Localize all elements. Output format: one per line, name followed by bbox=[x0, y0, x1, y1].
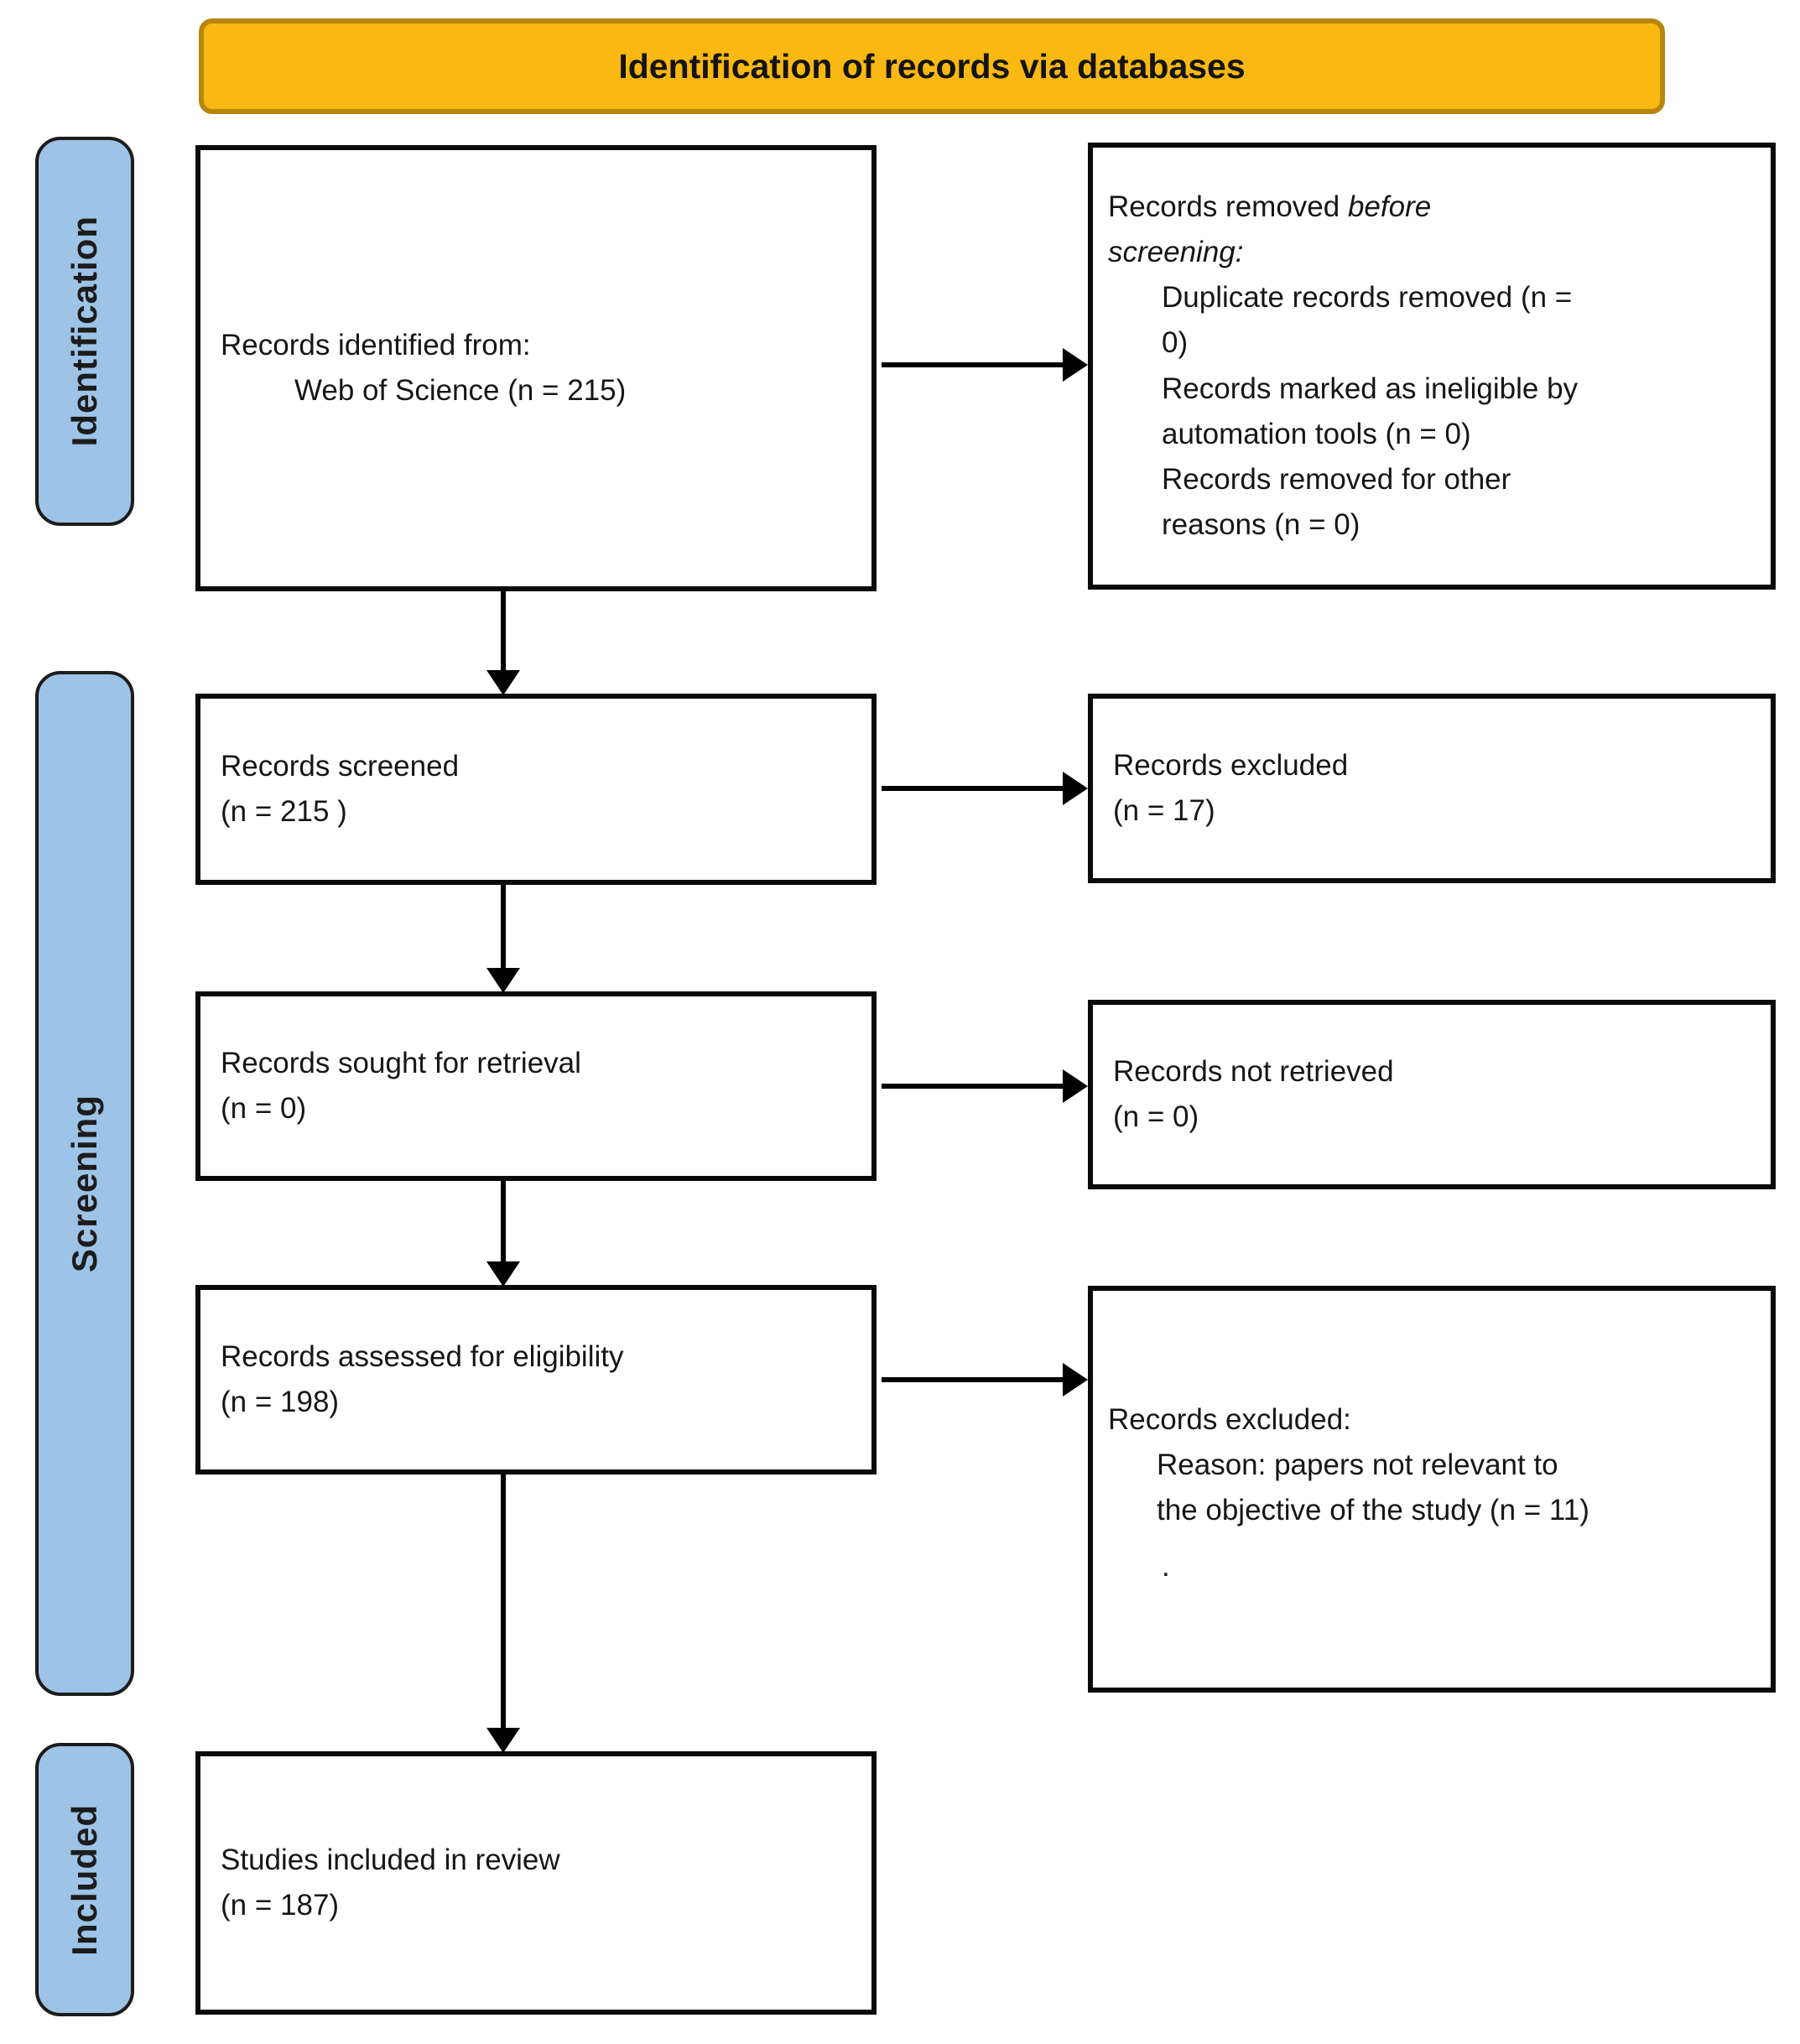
arrow-sought-to-assessed bbox=[485, 1180, 522, 1287]
arrow-right-icon bbox=[1063, 348, 1088, 382]
box-records-identified: Records identified from: Web of Science … bbox=[195, 145, 877, 591]
records-screened-title: Records screened bbox=[221, 749, 460, 783]
excluded-eligibility-dot: . bbox=[1162, 1550, 1170, 1584]
records-sought-count: (n = 0) bbox=[221, 1092, 307, 1125]
removed-item-other-reasons: Records removed for other reasons (n = 0… bbox=[1162, 463, 1511, 542]
records-assessed-count: (n = 198) bbox=[221, 1386, 340, 1418]
arrow-down-icon bbox=[486, 670, 520, 695]
records-not-retrieved-count: (n = 0) bbox=[1113, 1100, 1199, 1133]
records-not-retrieved-title: Records not retrieved bbox=[1113, 1054, 1394, 1088]
studies-included-title: Studies included in review bbox=[221, 1843, 560, 1876]
records-removed-intro: Records removed before screening: bbox=[1108, 185, 1511, 276]
removed-item-duplicates: Duplicate records removed (n = 0) bbox=[1162, 281, 1573, 360]
excluded-eligibility-title: Records excluded: bbox=[1108, 1402, 1351, 1436]
box-records-assessed: Records assessed for eligibility (n = 19… bbox=[195, 1285, 877, 1474]
arrow-right-icon bbox=[1063, 772, 1088, 805]
arrow-shaft bbox=[501, 591, 506, 675]
arrow-right-icon bbox=[1063, 1069, 1088, 1103]
arrow-assessed-to-excluded bbox=[882, 1363, 1088, 1396]
arrow-down-icon bbox=[486, 968, 520, 993]
arrow-screened-to-excluded bbox=[882, 772, 1088, 805]
records-sought-title: Records sought for retrieval bbox=[221, 1046, 581, 1079]
records-excluded-title: Records excluded bbox=[1113, 748, 1349, 782]
banner-identification-of-records: Identification of records via databases bbox=[199, 18, 1665, 114]
arrow-shaft bbox=[882, 786, 1066, 791]
arrow-shaft bbox=[882, 1377, 1066, 1382]
arrow-screened-to-sought bbox=[485, 885, 522, 993]
records-removed-intro-italic: before screening bbox=[1108, 190, 1432, 268]
records-screened-count: (n = 215 ) bbox=[221, 795, 347, 828]
arrow-shaft bbox=[882, 1084, 1066, 1089]
arrow-shaft bbox=[501, 1180, 506, 1266]
box-studies-included: Studies included in review (n = 187) bbox=[195, 1751, 877, 2015]
arrow-identified-to-removed bbox=[882, 348, 1088, 382]
studies-included-count: (n = 187) bbox=[221, 1889, 340, 1922]
stage-label-screening: Screening bbox=[65, 1094, 104, 1273]
arrow-right-icon bbox=[1063, 1363, 1088, 1396]
box-records-screened: Records screened (n = 215 ) bbox=[195, 694, 877, 885]
box-records-removed-before-screening: Records removed before screening: Duplic… bbox=[1088, 143, 1776, 590]
stage-pill-identification: Identification bbox=[35, 137, 134, 526]
arrow-down-icon bbox=[486, 1261, 520, 1287]
removed-item-automation: Records marked as ineligible by automati… bbox=[1162, 372, 1579, 450]
arrow-down-icon bbox=[486, 1728, 520, 1753]
arrow-shaft bbox=[501, 1474, 506, 1733]
box-records-sought: Records sought for retrieval (n = 0) bbox=[195, 991, 877, 1181]
records-assessed-title: Records assessed for eligibility bbox=[221, 1339, 624, 1373]
records-removed-intro-regular: Records removed bbox=[1108, 190, 1348, 223]
arrow-assessed-to-included bbox=[485, 1474, 522, 1753]
box-records-excluded: Records excluded (n = 17) bbox=[1088, 694, 1776, 883]
records-identified-title: Records identified from: bbox=[221, 328, 531, 361]
box-records-not-retrieved: Records not retrieved (n = 0) bbox=[1088, 1000, 1776, 1189]
arrow-shaft bbox=[882, 362, 1066, 367]
records-identified-source: Web of Science (n = 215) bbox=[294, 374, 627, 407]
arrow-identified-to-screened bbox=[485, 591, 522, 695]
stage-pill-screening: Screening bbox=[35, 671, 134, 1696]
records-removed-intro-colon: : bbox=[1235, 235, 1244, 268]
records-excluded-count: (n = 17) bbox=[1113, 794, 1215, 827]
arrow-sought-to-not-retrieved bbox=[882, 1069, 1088, 1103]
stage-label-included: Included bbox=[65, 1803, 104, 1956]
excluded-eligibility-reason: Reason: papers not relevant to the objec… bbox=[1157, 1448, 1589, 1527]
box-records-excluded-eligibility: Records excluded: Reason: papers not rel… bbox=[1088, 1286, 1776, 1693]
banner-label: Identification of records via databases bbox=[618, 46, 1246, 86]
arrow-shaft bbox=[501, 885, 506, 973]
stage-pill-included: Included bbox=[35, 1743, 134, 2016]
stage-label-identification: Identification bbox=[65, 216, 104, 447]
